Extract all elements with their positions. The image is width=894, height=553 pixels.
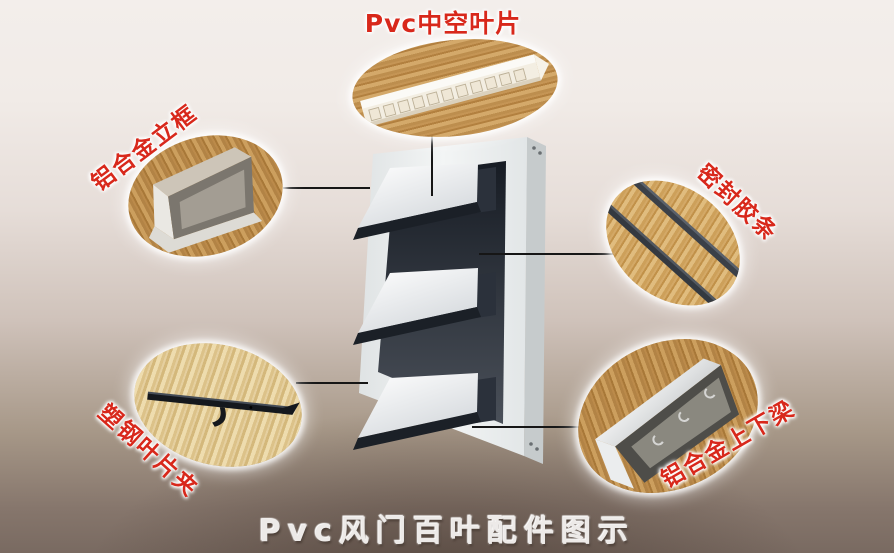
callout-line-frame (283, 187, 370, 189)
louver-window-photo (353, 137, 546, 464)
poster-title: Pvc风门百叶配件图示 (258, 514, 636, 549)
label-pvc-hollow-blade: Pvc中空叶片 (364, 9, 522, 38)
